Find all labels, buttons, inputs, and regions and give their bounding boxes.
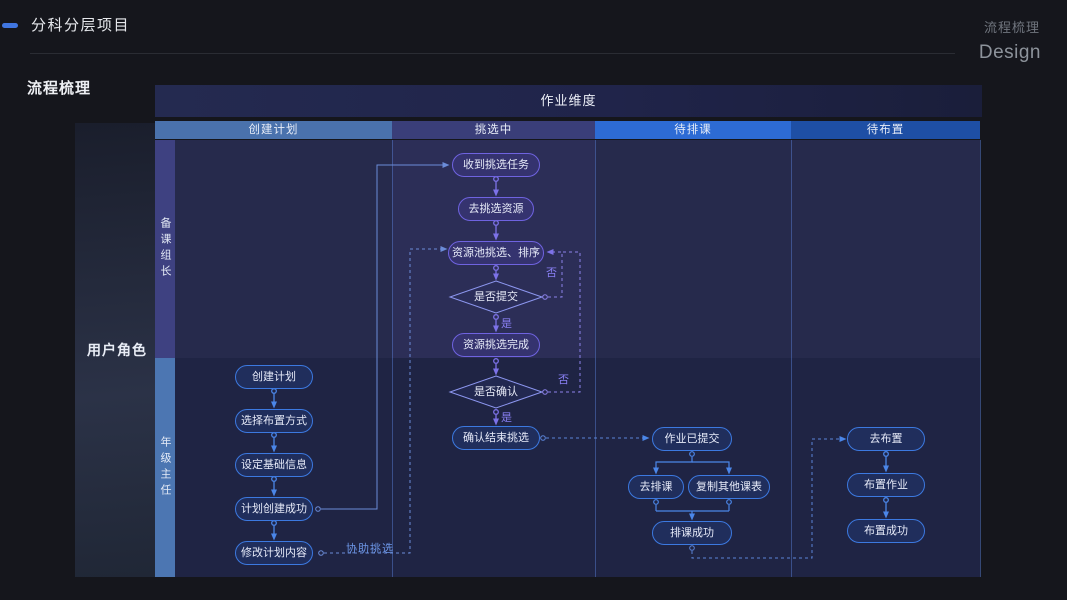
- decision-label-submit: 是否提交: [474, 291, 518, 303]
- flow-node-assign-homework: 布置作业: [847, 473, 925, 497]
- doc-type-label: 流程梳理: [983, 20, 1040, 35]
- flow-node-go-schedule: 去排课: [628, 475, 684, 499]
- flow-node-plan-created: 计划创建成功: [235, 497, 313, 521]
- edge-label-no-submit: 否: [546, 267, 557, 279]
- brand-dash-icon: [2, 23, 18, 28]
- column-header-to-schedule: 待排课: [595, 121, 791, 139]
- edge-label-yes-submit: 是: [501, 318, 512, 330]
- column-divider: [791, 140, 792, 577]
- decision-diamond-submit: [448, 280, 544, 314]
- design-label: Design: [978, 42, 1041, 63]
- role-strip-prep-leader: 备课组长: [155, 140, 175, 358]
- page-title: 分科分层项目: [31, 17, 131, 34]
- role-panel: [75, 123, 155, 577]
- cross-column-connectors: [315, 162, 847, 559]
- flow-node-homework-submitted: 作业已提交: [652, 427, 732, 451]
- column-header-create-plan: 创建计划: [155, 121, 392, 139]
- flow-node-copy-timetable: 复制其他课表: [688, 475, 770, 499]
- flow-node-resource-pool-sort: 资源池挑选、排序: [448, 241, 544, 265]
- edge-label-yes-confirm: 是: [501, 412, 512, 424]
- decision-no-loops: [542, 249, 581, 395]
- flow-node-modify-plan: 修改计划内容: [235, 541, 313, 565]
- role-label-grade-director: 年级主任: [159, 435, 171, 500]
- diagram-right-border: [980, 140, 981, 577]
- flow-node-selection-done: 资源挑选完成: [452, 333, 540, 357]
- flow-node-choose-assign-method: 选择布置方式: [235, 409, 313, 433]
- flow-node-confirm-end-selection: 确认结束挑选: [452, 426, 540, 450]
- flow-node-assign-success: 布置成功: [847, 519, 925, 543]
- column-divider: [595, 140, 596, 577]
- role-label-prep-leader: 备课组长: [159, 217, 171, 281]
- flow-node-go-assign: 去布置: [847, 427, 925, 451]
- column-divider: [392, 140, 393, 577]
- flow-node-go-select-resource: 去挑选资源: [458, 197, 534, 221]
- assign-chain-arrows: [883, 451, 889, 519]
- flow-node-set-basic-info: 设定基础信息: [235, 453, 313, 477]
- schedule-split-merge-arrows: [653, 451, 732, 521]
- edge-label-no-confirm: 否: [558, 374, 569, 386]
- lane-prep-leader-bg: [175, 140, 980, 358]
- decision-diamond-confirm: [448, 375, 544, 409]
- edge-label-assist-selection: 协助挑选: [346, 543, 394, 555]
- decision-label-confirm: 是否确认: [474, 386, 518, 398]
- header-divider: [30, 53, 955, 54]
- flow-connectors: [271, 162, 889, 559]
- flow-node-create-plan: 创建计划: [235, 365, 313, 389]
- column-header-to-assign: 待布置: [791, 121, 980, 139]
- role-strip-grade-director: 年级主任: [155, 358, 175, 577]
- dimension-header: 作业维度: [155, 85, 982, 117]
- column-header-selecting: 挑选中: [392, 121, 595, 139]
- create-plan-chain-arrows: [271, 388, 277, 541]
- role-panel-label: 用户角色: [87, 342, 147, 358]
- flow-node-schedule-success: 排课成功: [652, 521, 732, 545]
- flow-node-receive-task: 收到挑选任务: [452, 153, 540, 177]
- section-title: 流程梳理: [27, 80, 92, 97]
